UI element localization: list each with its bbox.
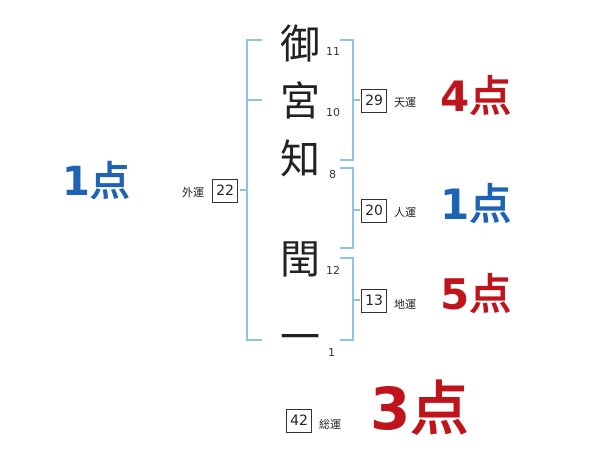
name-char-5: 一 <box>280 315 320 361</box>
jinkaku-score: 1点 <box>440 180 512 229</box>
tenkaku-bracket <box>340 39 354 161</box>
jinkaku-value-box: 20 <box>361 199 387 223</box>
soukaku-score: 3点 <box>370 375 469 443</box>
jinkaku-bracket <box>340 167 354 249</box>
stroke-count-2: 10 <box>326 106 340 119</box>
name-char-1: 御 <box>280 22 320 68</box>
tenkaku-score: 4点 <box>440 72 512 121</box>
name-char-4: 閏 <box>280 237 320 283</box>
stroke-count-4: 12 <box>326 264 340 277</box>
chikaku-label: 地運 <box>394 298 416 311</box>
tenkaku-value-box: 29 <box>361 89 387 113</box>
name-char-3: 知 <box>280 137 320 183</box>
gaikaku-value-box: 22 <box>212 179 238 203</box>
chikaku-value-box: 13 <box>361 289 387 313</box>
soukaku-value-box: 42 <box>286 409 312 433</box>
chikaku-score: 5点 <box>440 270 512 319</box>
stroke-count-1: 11 <box>326 45 340 58</box>
gaikaku-score: 1点 <box>62 159 130 205</box>
stroke-count-5: 1 <box>328 346 335 359</box>
tenkaku-label: 天運 <box>394 96 416 109</box>
chikaku-bracket <box>340 257 354 341</box>
soukaku-label: 総運 <box>319 418 341 431</box>
name-char-2: 宮 <box>280 79 320 125</box>
stroke-count-3: 8 <box>329 168 336 181</box>
gaikaku-bracket <box>246 39 262 341</box>
jinkaku-label: 人運 <box>394 206 416 219</box>
gaikaku-label: 外運 <box>182 186 204 199</box>
